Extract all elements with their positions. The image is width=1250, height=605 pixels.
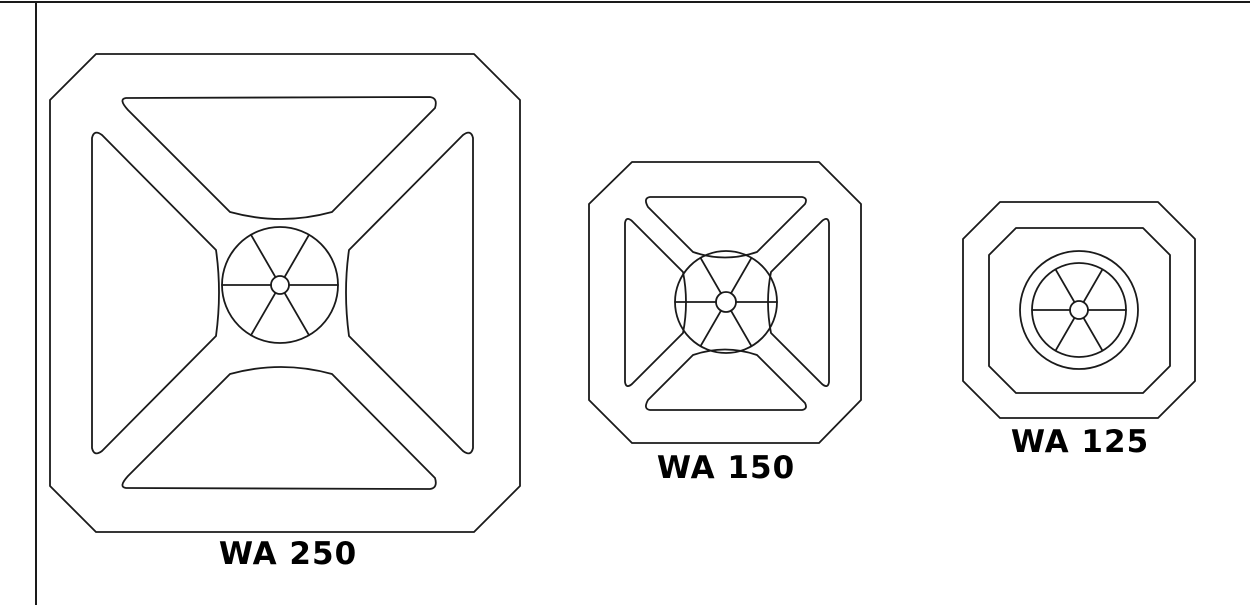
- plate-label-wa-125: WA 125: [1010, 424, 1150, 460]
- slot-top: [121, 96, 437, 220]
- hub-outer-ring: [1019, 250, 1139, 370]
- slot-left: [624, 218, 687, 387]
- slot-left: [91, 131, 220, 455]
- slot-top: [645, 196, 807, 259]
- hub-center-hole: [715, 291, 737, 313]
- slot-bottom: [121, 366, 437, 490]
- hub-center-hole: [270, 275, 290, 295]
- hub-spoke: [283, 233, 310, 279]
- plate-inner-outline: [988, 227, 1171, 394]
- hub-spoke: [283, 291, 310, 337]
- hub-spoke: [1082, 316, 1104, 352]
- hub-spoke: [250, 291, 277, 337]
- slot-right: [345, 131, 474, 455]
- hub-spoke: [730, 256, 753, 295]
- plate-wa-250: [49, 53, 521, 533]
- hub-spoke: [699, 256, 722, 295]
- hub-spoke: [730, 309, 753, 348]
- plate-wa-150: [588, 161, 862, 444]
- hub-spoke: [699, 309, 722, 348]
- plate-wa-125: [962, 201, 1196, 419]
- plate-label-wa-150: WA 150: [656, 450, 796, 486]
- hub-spoke: [250, 233, 277, 279]
- hub-spoke: [1054, 268, 1076, 304]
- hub-center-hole: [1069, 300, 1089, 320]
- plate-label-wa-250: WA 250: [218, 536, 358, 572]
- hub-spoke: [1082, 268, 1104, 304]
- plate-outline: [962, 201, 1196, 419]
- plate-outline: [49, 53, 521, 533]
- slot-bottom: [645, 348, 807, 411]
- slot-right: [767, 218, 830, 387]
- hub-spoke: [1054, 316, 1076, 352]
- plate-outline: [588, 161, 862, 444]
